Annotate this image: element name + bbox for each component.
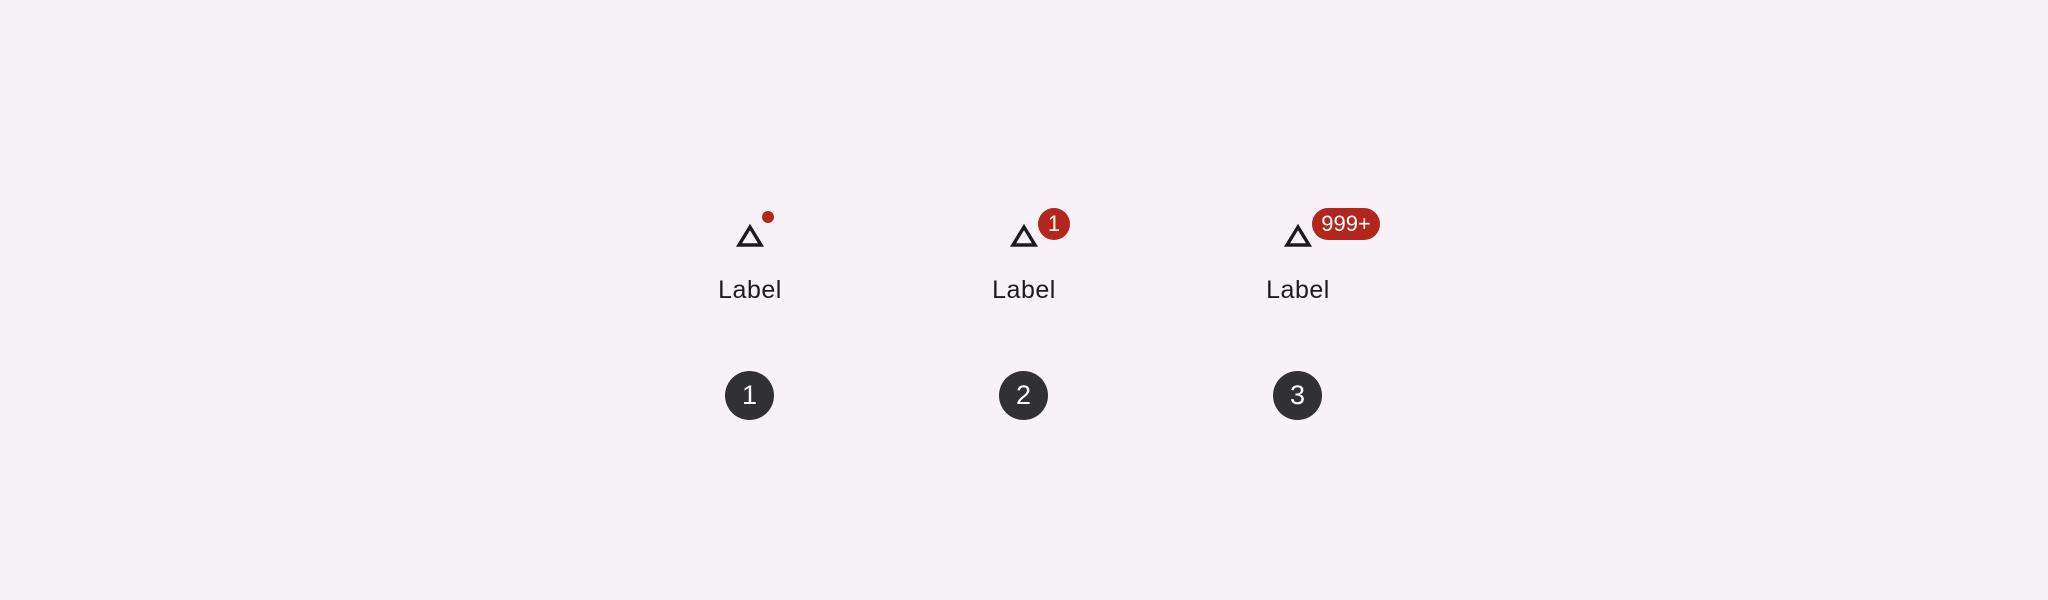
nav-item-2[interactable]: 1 Label bbox=[954, 205, 1094, 315]
nav-item-label: Label bbox=[1266, 276, 1330, 304]
annotation-marker-2: 2 bbox=[999, 371, 1048, 420]
nav-item-1[interactable]: Label bbox=[680, 205, 820, 315]
triangle-icon-graphic bbox=[735, 223, 765, 247]
annotation-marker-1: 1 bbox=[725, 371, 774, 420]
triangle-icon bbox=[735, 205, 765, 249]
triangle-icon-graphic bbox=[1009, 223, 1039, 247]
badge-count-large: 999+ bbox=[1312, 208, 1380, 240]
nav-item-label: Label bbox=[992, 276, 1056, 304]
nav-item-3[interactable]: 999+ Label bbox=[1228, 205, 1380, 315]
badge-count: 1 bbox=[1038, 208, 1070, 240]
triangle-icon-graphic bbox=[1283, 223, 1313, 247]
badge-dot bbox=[762, 211, 774, 223]
annotation-marker-3: 3 bbox=[1273, 371, 1322, 420]
triangle-icon bbox=[1283, 205, 1313, 249]
triangle-icon bbox=[1009, 205, 1039, 249]
nav-item-label: Label bbox=[718, 276, 782, 304]
